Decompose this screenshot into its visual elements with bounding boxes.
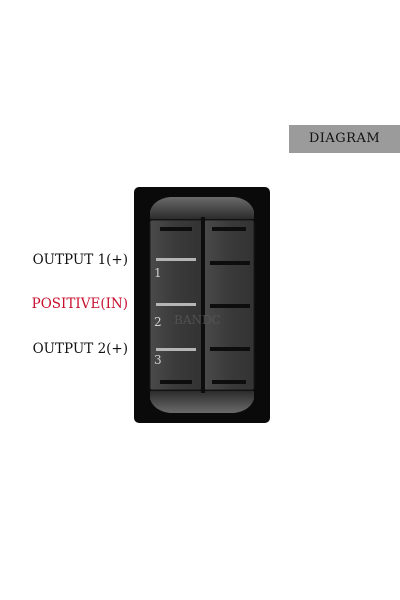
- right-bar-2: [210, 304, 250, 308]
- terminal-2-number: 2: [154, 315, 162, 329]
- terminal-1-bar: [156, 258, 196, 261]
- left-bottom-bar: [160, 380, 192, 384]
- right-bar-3: [210, 347, 250, 351]
- rocker-divider: [201, 217, 205, 393]
- left-top-bar: [160, 227, 192, 231]
- top-end-cap: [150, 197, 254, 219]
- right-top-bar: [212, 227, 246, 231]
- terminal-2-bar: [156, 303, 196, 306]
- output-1-label: OUTPUT 1(+): [32, 252, 128, 268]
- terminal-1-number: 1: [154, 266, 162, 280]
- terminal-3-bar: [156, 348, 196, 351]
- output-2-label: OUTPUT 2(+): [32, 341, 128, 357]
- watermark-text: BANDC: [174, 313, 221, 327]
- rocker-switch: 1 2 3 BANDC: [134, 187, 270, 423]
- right-bar-1: [210, 261, 250, 265]
- terminal-3-number: 3: [154, 353, 162, 367]
- right-bottom-bar: [212, 380, 246, 384]
- positive-in-label: POSITIVE(IN): [31, 296, 128, 312]
- bottom-end-cap: [150, 391, 254, 413]
- diagram-badge: DIAGRAM: [289, 125, 400, 153]
